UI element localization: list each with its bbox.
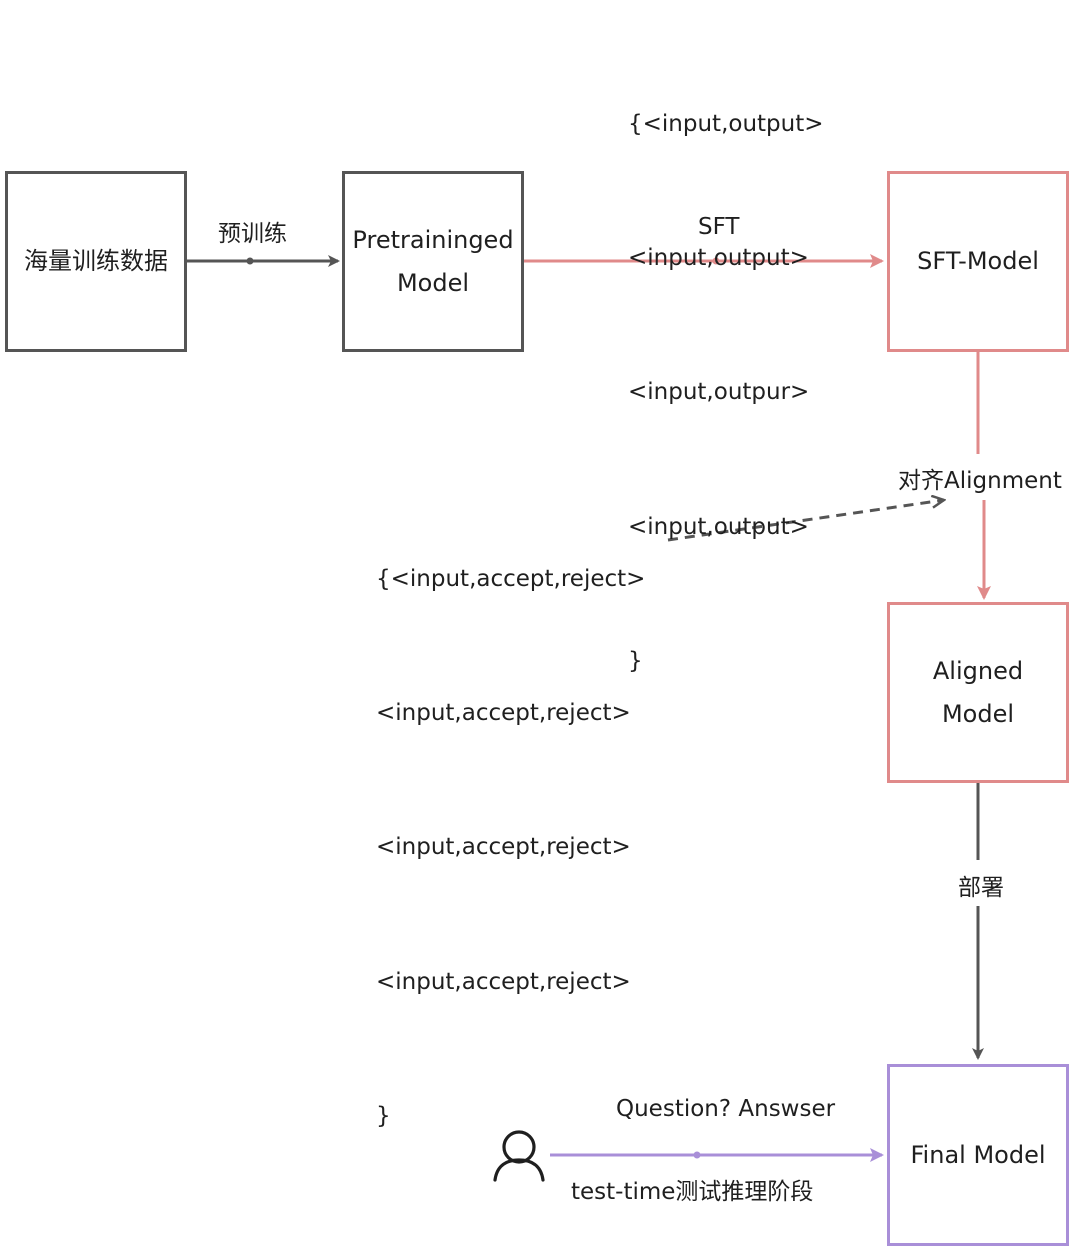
node-sft-model-label: SFT-Model [917, 247, 1039, 275]
sft-examples: {<input,output> <input,output> <input,ou… [628, 12, 824, 729]
node-pretrained-model: Pretraininged Model [342, 171, 524, 352]
edge-question-label: Question? Answser [616, 1096, 836, 1122]
sft-example-line: } [628, 648, 643, 675]
preference-example-line: <input,accept,reject> [376, 699, 631, 726]
edge-alignment-label: 对齐Alignment [896, 461, 1064, 495]
edge-sft-midpoint [712, 257, 720, 265]
preference-examples: {<input,accept,reject> <input,accept,rej… [376, 467, 645, 1184]
edge-pretrain-label: 预训练 [218, 221, 287, 247]
sft-example-line: {<input,output> [628, 110, 824, 137]
sft-example-line: <input,output> [628, 513, 809, 540]
node-final-model-label: Final Model [910, 1140, 1046, 1169]
preference-example-line: <input,accept,reject> [376, 834, 631, 861]
node-sft-model: SFT-Model [887, 171, 1069, 352]
preference-example-line: {<input,accept,reject> [376, 565, 646, 592]
sft-example-line: <input,outpur> [628, 379, 810, 406]
edge-pretrain-midpoint [246, 257, 254, 265]
edge-sft-label: SFT [698, 214, 740, 240]
user-icon [493, 1130, 545, 1182]
node-final-model: Final Model [887, 1064, 1069, 1246]
edge-deploy-label: 部署 [956, 868, 1006, 902]
node-aligned-label-line1: Aligned [932, 656, 1024, 685]
node-pretrained-label-line2: Model [396, 268, 470, 297]
node-pretrained-label-line1: Pretraininged [352, 225, 514, 254]
preference-example-line: <input,accept,reject> [376, 968, 631, 995]
edge-test-time-label: test-time测试推理阶段 [571, 1179, 814, 1205]
edge-preference-data [667, 500, 944, 542]
node-raw-data: 海量训练数据 [5, 171, 187, 352]
node-aligned-label-line2: Model [941, 699, 1015, 728]
preference-example-line: } [376, 1103, 391, 1130]
sft-example-line: <input,output> [628, 244, 809, 271]
node-aligned-model: Aligned Model [887, 602, 1069, 783]
node-raw-data-label: 海量训练数据 [24, 247, 168, 275]
edge-user-query-midpoint [693, 1151, 701, 1159]
